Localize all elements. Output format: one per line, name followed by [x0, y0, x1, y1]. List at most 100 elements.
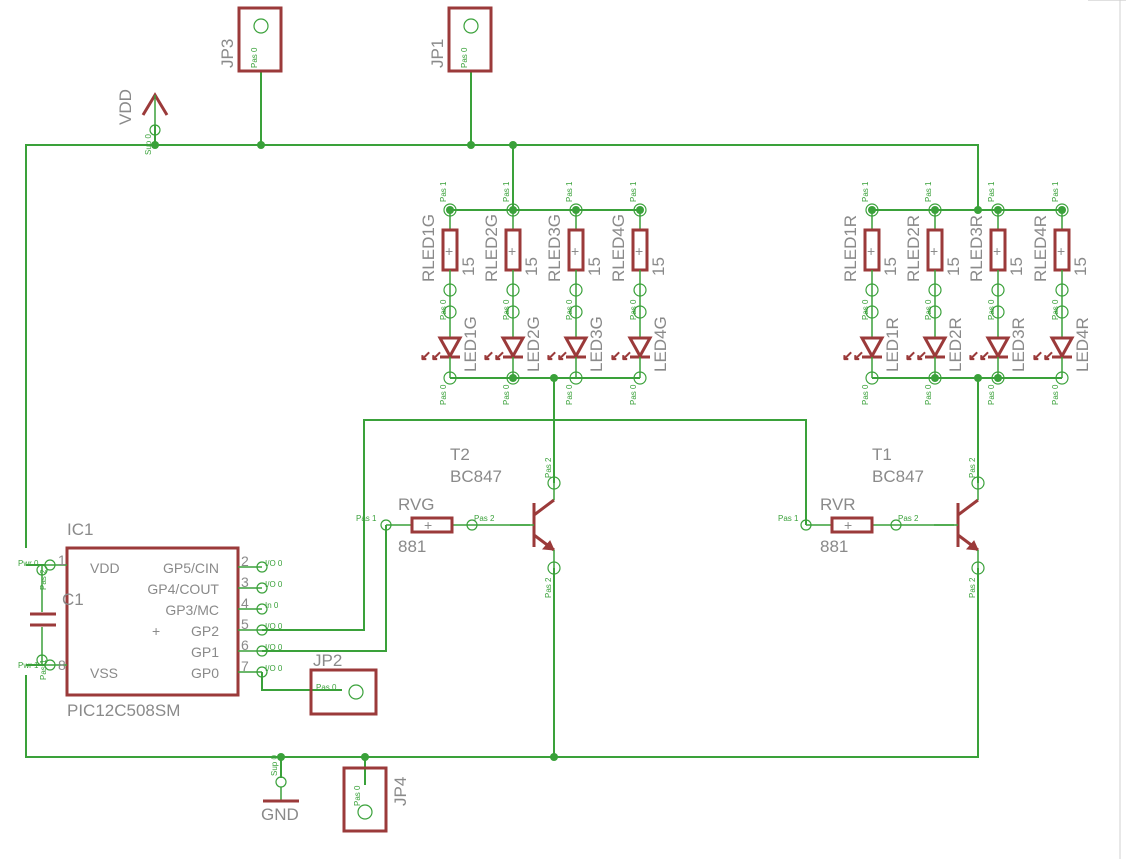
svg-text:Pas 1: Pas 1	[39, 659, 48, 680]
svg-text:Pas 1: Pas 1	[629, 181, 638, 202]
svg-text:RLED3G: RLED3G	[545, 214, 564, 282]
svg-text:+: +	[930, 243, 938, 259]
sheet-frame	[1088, 0, 1126, 859]
svg-text:RLED1R: RLED1R	[841, 215, 860, 282]
svg-text:Pas 0: Pas 0	[629, 299, 638, 320]
svg-text:+: +	[571, 243, 579, 259]
svg-text:2: 2	[241, 553, 249, 569]
svg-text:Pas 1: Pas 1	[987, 181, 996, 202]
rvg-value: 881	[398, 537, 426, 556]
svg-text:Pas 1: Pas 1	[356, 514, 377, 523]
jumper-jp4: Pas 0 JP4	[342, 766, 410, 833]
svg-text:15: 15	[459, 257, 478, 276]
transistor-t2: Pas 2 Pas 2 T2 BC847	[450, 445, 561, 598]
svg-text:RLED4R: RLED4R	[1031, 215, 1050, 282]
svg-text:↙↙: ↙↙	[483, 349, 505, 364]
svg-text:5: 5	[241, 616, 249, 632]
svg-text:Pas 0: Pas 0	[316, 683, 337, 692]
svg-text:↙↙: ↙↙	[968, 349, 990, 364]
t2-ref: T2	[450, 445, 470, 464]
svg-text:Pas 0: Pas 0	[924, 299, 933, 320]
svg-text:+: +	[445, 243, 453, 259]
jumper-jp2: Pas 0 JP2	[309, 651, 378, 716]
svg-text:Pas 0: Pas 0	[502, 384, 511, 405]
t2-value: BC847	[450, 467, 502, 486]
svg-text:Pas 0: Pas 0	[1051, 299, 1060, 320]
svg-text:LED4R: LED4R	[1073, 317, 1092, 372]
jumper-jp1: Pas 0 JP1	[428, 6, 493, 73]
svg-text:LED4G: LED4G	[651, 316, 670, 372]
svg-text:Pas 2: Pas 2	[39, 569, 48, 590]
svg-text:Pas 0: Pas 0	[565, 299, 574, 320]
svg-text:I/O 0: I/O 0	[265, 643, 283, 652]
svg-text:↙↙: ↙↙	[420, 349, 442, 364]
svg-text:+: +	[508, 243, 516, 259]
svg-text:6: 6	[241, 637, 249, 653]
svg-text:Pas 2: Pas 2	[544, 577, 553, 598]
ic1-ref: IC1	[67, 520, 93, 539]
svg-text:+: +	[1057, 243, 1065, 259]
transistor-t1: Pas 2 Pas 2 T1 BC847	[872, 445, 985, 598]
led-column-4r: + Pas 1 Pas 0 Pas 0 RLED4R 15 LED4R ↙↙	[1031, 181, 1092, 405]
svg-text:Pas 2: Pas 2	[968, 577, 977, 598]
svg-text:LED1R: LED1R	[883, 317, 902, 372]
svg-text:Pas 0: Pas 0	[861, 384, 870, 405]
svg-text:Pas 1: Pas 1	[439, 181, 448, 202]
gnd-label: GND	[261, 805, 299, 824]
svg-text:+: +	[867, 243, 875, 259]
svg-text:I/O 0: I/O 0	[265, 580, 283, 589]
svg-text:Pwr 1: Pwr 1	[18, 661, 39, 670]
rvg-ref: RVG	[398, 495, 435, 514]
ic1-value: PIC12C508SM	[67, 701, 180, 720]
svg-text:+: +	[152, 623, 160, 639]
svg-text:Pas 0: Pas 0	[924, 384, 933, 405]
svg-text:RLED4G: RLED4G	[609, 214, 628, 282]
svg-text:↙↙: ↙↙	[1032, 349, 1054, 364]
svg-text:LED3G: LED3G	[587, 316, 606, 372]
rvr-value: 881	[820, 537, 848, 556]
led-column-4g: + Pas 1 Pas 0 Pas 0 RLED4G 15 LED4G ↙↙	[609, 181, 670, 405]
svg-text:Pas 0: Pas 0	[861, 299, 870, 320]
svg-text:Pas 1: Pas 1	[502, 181, 511, 202]
svg-text:LED2R: LED2R	[946, 317, 965, 372]
svg-text:+: +	[993, 243, 1001, 259]
svg-text:↙↙: ↙↙	[842, 349, 864, 364]
svg-text:LED2G: LED2G	[524, 316, 543, 372]
svg-text:RLED3R: RLED3R	[967, 215, 986, 282]
svg-text:LED1G: LED1G	[461, 316, 480, 372]
svg-text:Pas 0: Pas 0	[565, 384, 574, 405]
led-column-2g: + Pas 1 Pas 0 Pas 0 RLED2G 15 LED2G ↙↙	[482, 181, 543, 405]
jp3-label: JP3	[218, 39, 237, 68]
svg-text:In 0: In 0	[265, 601, 279, 610]
svg-text:Pas 2: Pas 2	[544, 457, 553, 478]
ic1-pic12c508sm: IC1 PIC12C508SM + 1 8 Pwr 0 Pwr 1 VDD VS…	[18, 520, 283, 720]
svg-text:RLED1G: RLED1G	[419, 214, 438, 282]
t1-ref: T1	[872, 445, 892, 464]
svg-text:Pas 0: Pas 0	[353, 785, 362, 806]
svg-text:GP2: GP2	[191, 623, 219, 639]
svg-text:VDD: VDD	[90, 560, 120, 576]
svg-text:GP5/CIN: GP5/CIN	[163, 560, 219, 576]
nets	[25, 70, 1062, 785]
svg-text:Pas 0: Pas 0	[1051, 384, 1060, 405]
led-column-1g: + Pas 1 Pas 0 Pas 0 RLED1G 15 LED1G ↙↙	[419, 181, 480, 405]
svg-text:Sup 0: Sup 0	[270, 755, 279, 776]
svg-text:Pas 0: Pas 0	[502, 299, 511, 320]
svg-text:Pas 0: Pas 0	[439, 299, 448, 320]
c1-label: C1	[62, 590, 84, 609]
svg-text:Pas 1: Pas 1	[861, 181, 870, 202]
svg-text:15: 15	[881, 257, 900, 276]
rvr-ref: RVR	[820, 495, 856, 514]
jumper-jp3: Pas 0 JP3	[218, 6, 283, 73]
svg-text:Pas 2: Pas 2	[968, 457, 977, 478]
led-column-3g: + Pas 1 Pas 0 Pas 0 RLED3G 15 LED3G ↙↙	[545, 181, 606, 405]
svg-text:15: 15	[1007, 257, 1026, 276]
svg-text:+: +	[844, 517, 852, 533]
svg-text:Pas 0: Pas 0	[629, 384, 638, 405]
svg-text:8: 8	[58, 657, 66, 673]
led-column-3r: + Pas 1 Pas 0 Pas 0 RLED3R 15 LED3R ↙↙	[967, 181, 1028, 405]
svg-text:Pas 1: Pas 1	[924, 181, 933, 202]
jp4-label: JP4	[391, 777, 410, 806]
capacitor-c1: Pas 2 Pas 1 C1	[30, 564, 84, 680]
svg-text:I/O 0: I/O 0	[265, 664, 283, 673]
